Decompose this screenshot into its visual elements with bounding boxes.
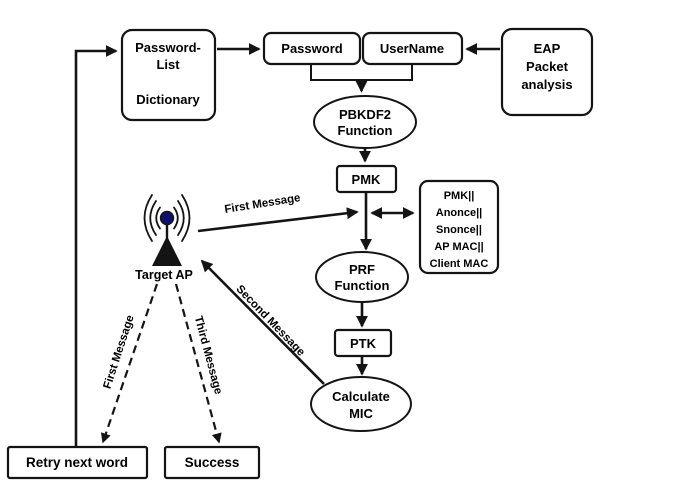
label-first-message-dashed: First Message	[102, 314, 137, 391]
password-list-line3: Dictionary	[136, 92, 200, 107]
label-second-message: Second Message	[233, 283, 306, 358]
concat-line1: PMK||	[444, 190, 475, 202]
username-box	[361, 31, 464, 66]
wifi-wave-right-1	[173, 206, 179, 230]
node-pbkdf2-function: PBKDF2 Function	[313, 95, 417, 149]
username-label: UserName	[380, 41, 444, 56]
wifi-wave-right-3	[181, 194, 191, 242]
success-box	[163, 445, 261, 480]
calculate-mic-ellipse	[310, 376, 412, 432]
node-retry-next-word: Retry next word	[6, 445, 149, 480]
node-eap-packet-analysis: EAP Packet analysis	[500, 27, 594, 117]
password-list-line2: List	[156, 57, 180, 72]
eap-line1: EAP	[534, 41, 561, 56]
edge-mic-second-message	[200, 259, 325, 385]
concat-box	[418, 179, 500, 275]
node-password-list: Password- List Dictionary	[120, 28, 217, 122]
retry-box	[6, 445, 149, 480]
node-username: UserName	[361, 31, 464, 66]
wifi-wave-left-3	[143, 194, 153, 242]
password-list-line1: Password-	[135, 40, 201, 55]
prf-line2: Function	[335, 278, 390, 293]
concat-line5: Client MAC	[430, 258, 489, 270]
ptk-box	[333, 328, 393, 358]
eap-line3: analysis	[521, 77, 572, 92]
label-third-message-dashed: Third Message	[192, 315, 224, 396]
wifi-wave-left-2	[149, 200, 157, 236]
node-success: Success	[163, 445, 261, 480]
calculate-mic-line2: MIC	[349, 406, 373, 421]
target-ap-label: Target AP	[135, 268, 193, 282]
eap-box	[500, 27, 594, 117]
label-first-message-solid: First Message	[224, 192, 302, 216]
retry-label: Retry next word	[26, 455, 128, 470]
password-list-box	[120, 28, 217, 122]
pbkdf2-ellipse	[313, 95, 417, 149]
ptk-label: PTK	[350, 336, 377, 351]
prf-ellipse	[315, 251, 409, 303]
wifi-antenna-icon: Target AP	[135, 194, 193, 282]
pbkdf2-line1: PBKDF2	[339, 107, 391, 122]
antenna-base-triangle	[152, 236, 182, 266]
edge-credentials-bracket	[310, 65, 413, 81]
antenna-dot	[159, 210, 175, 226]
node-password: Password	[262, 31, 362, 66]
pmk-label: PMK	[352, 172, 382, 187]
concat-line3: Snonce||	[436, 224, 482, 236]
eap-line2: Packet	[526, 59, 569, 74]
edges	[74, 43, 500, 446]
node-pmk: PMK	[335, 164, 398, 194]
edge-ap-first-message	[197, 207, 359, 233]
node-ptk: PTK	[333, 328, 393, 358]
prf-line1: PRF	[349, 262, 375, 277]
node-calculate-mic: Calculate MIC	[310, 376, 412, 432]
concat-line4: AP MAC||	[434, 241, 483, 253]
node-concat-inputs: PMK|| Anonce|| Snonce|| AP MAC|| Client …	[418, 179, 500, 275]
password-box	[262, 31, 362, 66]
wifi-wave-left-1	[155, 206, 161, 230]
calculate-mic-line1: Calculate	[332, 389, 390, 404]
edge-retry-loop	[74, 45, 118, 446]
pbkdf2-line2: Function	[338, 123, 393, 138]
pmk-box	[335, 164, 398, 194]
edge-ap-to-success-dashed	[174, 283, 222, 444]
node-prf-function: PRF Function	[315, 251, 409, 303]
wifi-wave-right-2	[177, 200, 185, 236]
edge-ap-to-retry-dashed	[100, 283, 159, 444]
concat-line2: Anonce||	[436, 207, 483, 219]
success-label: Success	[185, 455, 240, 470]
password-label: Password	[281, 41, 342, 56]
